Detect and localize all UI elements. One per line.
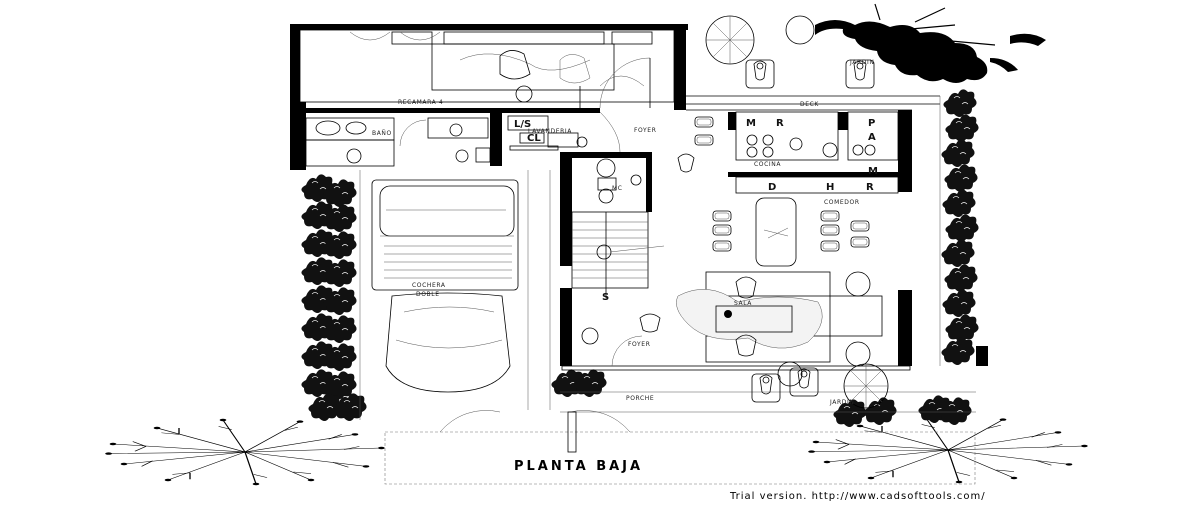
shrub-porch xyxy=(551,369,972,428)
label-mc: MC xyxy=(612,185,623,192)
room-label-comedor: COMEDOR xyxy=(824,199,860,206)
trial-watermark: Trial version. http://www.cadsofttools.c… xyxy=(729,491,986,502)
room-label-cocina: COCINA xyxy=(754,161,781,168)
porch: PORCHE JARDIN xyxy=(439,361,889,453)
bedroom: RECAMARA 4 xyxy=(299,29,675,109)
tree-bottom-left xyxy=(104,417,386,487)
bathroom: BAÑO xyxy=(305,117,491,167)
shrub-column-left xyxy=(301,174,367,422)
kitchen-letter-m1: M xyxy=(746,118,756,129)
room-label-cochera: COCHERA xyxy=(412,282,446,289)
kitchen-letter-m2: M xyxy=(868,166,878,177)
label-stair-s: S xyxy=(602,292,609,303)
laundry: L/S CL LAVANDERIA xyxy=(507,111,621,153)
foyer-top: FOYER xyxy=(634,116,714,173)
room-label-foyer-bottom: FOYER xyxy=(628,341,650,348)
room-label-deck: DECK xyxy=(800,101,819,108)
label-cl: CL xyxy=(527,133,541,144)
dining: COMEDOR xyxy=(712,197,870,267)
plan-title: PLANTA BAJA xyxy=(514,459,643,474)
exterior-walls xyxy=(290,24,988,366)
stair: S xyxy=(571,211,665,303)
room-label-doble: DOBLE xyxy=(416,291,440,298)
room-label-lavanderia: LAVANDERIA xyxy=(528,128,572,135)
label-ls: L/S xyxy=(514,119,531,130)
interior-lines xyxy=(359,95,976,485)
kitchen-letter-p: P xyxy=(868,118,875,129)
garage: COCHERA DOBLE xyxy=(371,179,519,393)
room-label-recamara: RECAMARA 4 xyxy=(398,99,443,106)
garden-top: JARDIN DECK xyxy=(705,15,875,108)
foliage-top-right xyxy=(815,3,1046,83)
room-label-bano: BAÑO xyxy=(372,130,392,137)
kitchen-letter-a: A xyxy=(868,132,876,143)
kitchen-letter-d: D xyxy=(768,182,776,193)
shrub-column-right xyxy=(941,89,979,366)
kitchen-letter-h: H xyxy=(826,182,834,193)
kitchen-letter-r2: R xyxy=(866,182,874,193)
living: SALA FOYER xyxy=(581,271,883,367)
kitchen-letter-r1: R xyxy=(776,118,784,129)
room-label-jardin-bottom: JARDIN xyxy=(829,399,854,406)
room-label-jardin-top: JARDIN xyxy=(849,59,874,66)
room-label-foyer-top: FOYER xyxy=(634,127,656,134)
kitchen: M R P A M D H R COCINA xyxy=(735,111,899,194)
half-bath: MC xyxy=(596,158,642,204)
room-label-sala: SALA xyxy=(734,300,752,307)
room-label-porche: PORCHE xyxy=(626,395,654,402)
